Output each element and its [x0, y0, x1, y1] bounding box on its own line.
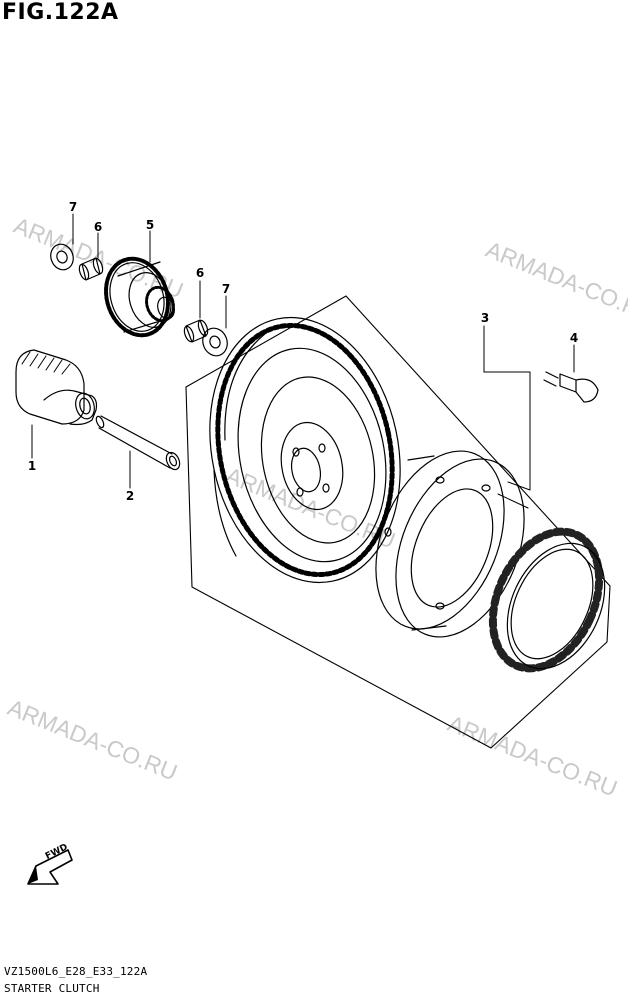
callout-part-2: 2: [125, 489, 135, 503]
clutch-gear-part-1: [15, 349, 98, 426]
idler-gear-part-5: [104, 256, 175, 338]
callout-part-4: 4: [569, 331, 579, 345]
callout-part-1: 1: [27, 459, 37, 473]
bolt-part-4: [543, 371, 599, 403]
clutch-housing-part-3: [375, 450, 529, 638]
callout-part-5: 5: [145, 218, 155, 232]
washer-part-7-right: [202, 327, 228, 357]
bushing-part-6-left: [78, 257, 104, 281]
assembly-frame: [185, 295, 611, 749]
washer-part-7-left: [50, 243, 74, 271]
callout-part-6: 6: [93, 220, 103, 234]
callout-part-3: 3: [480, 311, 490, 325]
bushing-part-6-right: [183, 319, 209, 343]
callout-part-7: 7: [68, 200, 78, 214]
figure-title: FIG.122A: [2, 0, 119, 25]
shaft-part-2: [95, 415, 181, 471]
figure-code: VZ1500L6_E28_E33_122A: [4, 965, 148, 978]
one-way-clutch-part-3: [488, 527, 606, 673]
driven-gear-part-3: [209, 316, 401, 584]
callout-part-7: 7: [221, 282, 231, 296]
leader-lines: [31, 213, 575, 491]
callout-part-6: 6: [195, 266, 205, 280]
figure-caption: STARTER CLUTCH: [4, 982, 100, 995]
fwd-arrow-icon: [27, 849, 73, 885]
